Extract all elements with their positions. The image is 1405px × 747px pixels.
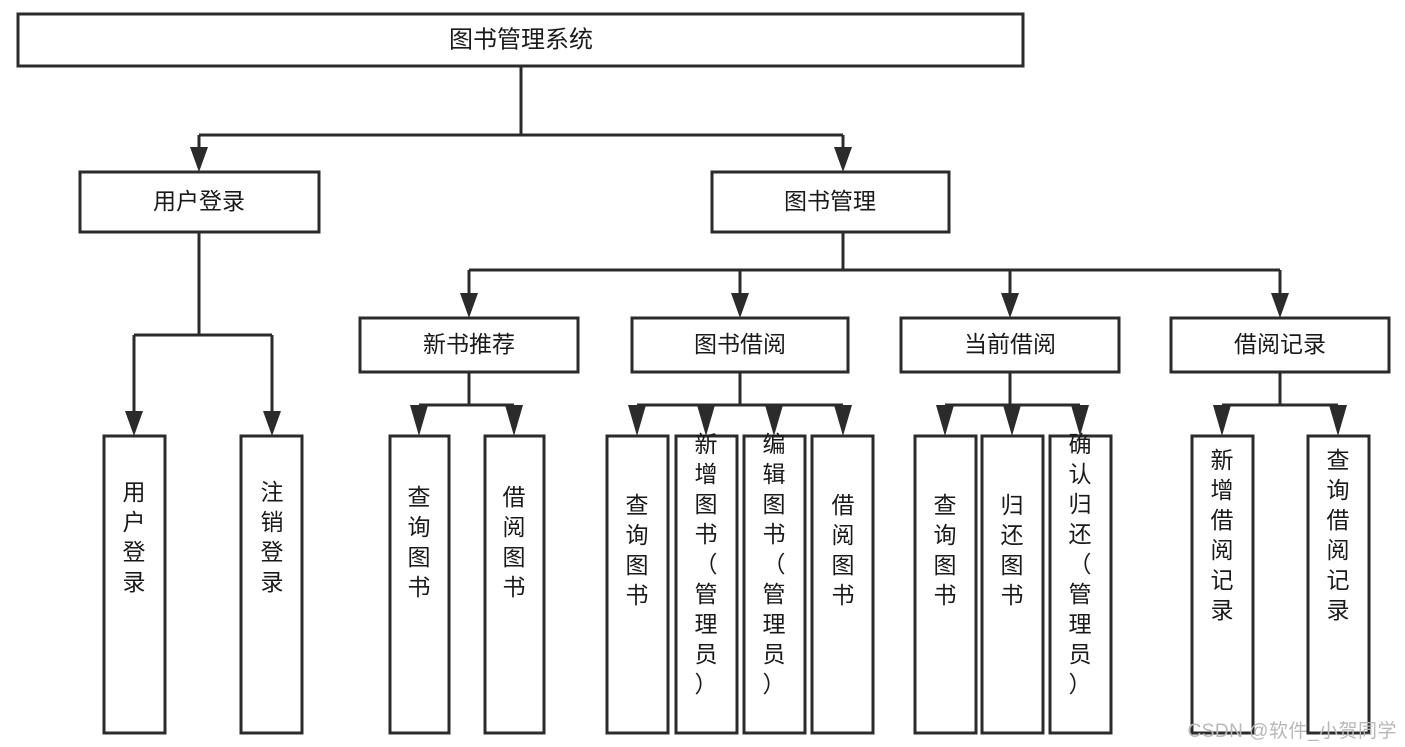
- node-user-login-label: 用户登录: [153, 188, 245, 214]
- leaf-bb-borrow-book[interactable]: 借阅图书: [810, 434, 875, 735]
- node-book-management[interactable]: 图书管理: [710, 170, 951, 234]
- leaf-bb-edit-book[interactable]: 编辑图书（管理员）: [742, 431, 807, 735]
- leaf-user-login-label: 用户登录: [123, 479, 146, 595]
- arrow-head-book-borrow: [731, 293, 749, 318]
- leaf-bb-query-book-box[interactable]: [605, 434, 670, 735]
- node-root-label: 图书管理系统: [449, 26, 593, 53]
- leaf-logout[interactable]: 注销登录: [239, 434, 304, 735]
- leaf-nb-query-book[interactable]: 查询图书: [388, 434, 451, 735]
- leaf-cb-confirm-return-box[interactable]: [1048, 434, 1113, 735]
- node-root-box[interactable]: [16, 12, 1025, 68]
- arrow-head-cb-leaf-1: [936, 405, 954, 436]
- leaf-cb-confirm-return[interactable]: 确认归还（管理员）: [1048, 431, 1113, 735]
- node-book-borrow-box[interactable]: [630, 316, 850, 374]
- leaf-br-add-record-label: 新增借阅记录: [1211, 447, 1234, 623]
- leaf-bb-borrow-book-box[interactable]: [810, 434, 875, 735]
- arrow-head-leaf-logout: [263, 411, 281, 436]
- node-book-management-label: 图书管理: [784, 188, 876, 214]
- leaf-nb-query-book-box[interactable]: [388, 434, 451, 735]
- leaf-nb-borrow-book[interactable]: 借阅图书: [483, 434, 546, 735]
- leaf-logout-label: 注销登录: [261, 479, 284, 595]
- node-user-login-box[interactable]: [78, 170, 321, 234]
- leaf-bb-add-book[interactable]: 新增图书（管理员）: [674, 431, 739, 735]
- arrow-head-current-borrow: [1001, 293, 1019, 318]
- arrow-head-borrow-record: [1271, 293, 1289, 318]
- arrow-head-book-mgmt: [834, 147, 852, 172]
- leaf-cb-confirm-return-label: 确认归还（管理员）: [1069, 431, 1092, 697]
- leaf-cb-return-book[interactable]: 归还图书: [980, 434, 1045, 735]
- leaf-br-query-record-label: 查询借阅记录: [1327, 447, 1350, 623]
- leaf-br-query-record-box[interactable]: [1306, 434, 1371, 735]
- node-book-borrow-label: 图书借阅: [694, 331, 786, 357]
- leaf-br-query-record[interactable]: 查询借阅记录: [1306, 434, 1371, 735]
- arrow-head-nb-leaf-1: [410, 405, 428, 436]
- leaf-user-login-box[interactable]: [102, 434, 167, 735]
- node-borrow-record-label: 借阅记录: [1234, 331, 1326, 357]
- leaf-nb-borrow-book-box[interactable]: [483, 434, 546, 735]
- arrow-head-user-login: [190, 147, 208, 172]
- arrow-head-leaf-user-login: [125, 411, 143, 436]
- leaf-nb-borrow-book-label: 借阅图书: [503, 484, 526, 600]
- arrow-head-bb-leaf-2: [697, 405, 715, 436]
- leaf-bb-query-book-label: 查询图书: [626, 492, 649, 608]
- arrow-head-new-book-recommend: [460, 293, 478, 318]
- arrow-head-bb-leaf-4: [834, 405, 852, 436]
- node-current-borrow-box[interactable]: [899, 316, 1121, 374]
- node-current-borrow[interactable]: 当前借阅: [899, 316, 1121, 374]
- node-current-borrow-label: 当前借阅: [964, 331, 1056, 357]
- leaf-br-add-record-box[interactable]: [1190, 434, 1255, 735]
- node-book-borrow[interactable]: 图书借阅: [630, 316, 850, 374]
- arrow-head-bb-leaf-3: [765, 405, 783, 436]
- leaf-bb-query-book[interactable]: 查询图书: [605, 434, 670, 735]
- leaf-bb-add-book-label: 新增图书（管理员）: [695, 431, 718, 697]
- leaf-user-login[interactable]: 用户登录: [102, 434, 167, 735]
- leaf-cb-query-book-label: 查询图书: [934, 492, 957, 608]
- node-new-book-recommend-box[interactable]: [358, 316, 580, 374]
- leaf-cb-query-book[interactable]: 查询图书: [913, 434, 978, 735]
- node-root-system[interactable]: 图书管理系统: [16, 12, 1025, 68]
- leaf-nb-query-book-label: 查询图书: [408, 484, 431, 600]
- leaf-br-add-record[interactable]: 新增借阅记录: [1190, 434, 1255, 735]
- arrow-head-cb-leaf-2: [1003, 405, 1021, 436]
- csdn-watermark: CSDN @软件_小贺同学: [1187, 721, 1397, 742]
- arrow-head-nb-leaf-2: [505, 405, 523, 436]
- leaf-cb-return-book-label: 归还图书: [1001, 492, 1024, 608]
- leaf-bb-edit-book-box[interactable]: [742, 434, 807, 735]
- leaf-bb-borrow-book-label: 借阅图书: [832, 492, 855, 608]
- node-user-login[interactable]: 用户登录: [78, 170, 321, 234]
- leaf-bb-add-book-box[interactable]: [674, 434, 739, 735]
- node-new-book-recommend-label: 新书推荐: [423, 331, 515, 357]
- leaf-cb-return-book-box[interactable]: [980, 434, 1045, 735]
- node-borrow-record[interactable]: 借阅记录: [1169, 316, 1391, 374]
- arrow-head-cb-leaf-3: [1071, 405, 1089, 436]
- leaf-bb-edit-book-label: 编辑图书（管理员）: [763, 431, 786, 697]
- node-borrow-record-box[interactable]: [1169, 316, 1391, 374]
- leaf-cb-query-book-box[interactable]: [913, 434, 978, 735]
- arrow-head-br-leaf-2: [1329, 405, 1347, 436]
- node-book-management-box[interactable]: [710, 170, 951, 234]
- arrow-head-bb-leaf-1: [628, 405, 646, 436]
- leaf-logout-box[interactable]: [239, 434, 304, 735]
- connector-layer: [125, 66, 1347, 436]
- arrow-head-br-leaf-1: [1213, 405, 1231, 436]
- node-new-book-recommend[interactable]: 新书推荐: [358, 316, 580, 374]
